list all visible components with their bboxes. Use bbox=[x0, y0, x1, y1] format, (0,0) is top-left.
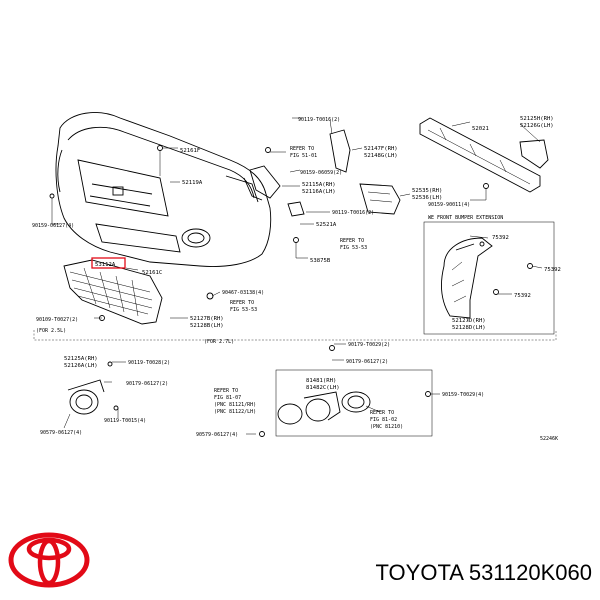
highlight-box bbox=[91, 257, 126, 269]
label-refer-2b: FIG 53-53 bbox=[340, 245, 367, 251]
label-refer-1: REFER TO bbox=[290, 146, 314, 152]
label-90179-06127b: 90179-06127(2) bbox=[346, 359, 388, 365]
label-refer-4: REFER TO bbox=[214, 388, 238, 394]
label-90179-06127: 90179-06127(2) bbox=[126, 381, 168, 387]
label-52126g: 52126G(LH) bbox=[520, 123, 554, 129]
label-90119-t0028: 90119-T0028(2) bbox=[128, 360, 170, 366]
label-refer-1b: FIG 51-01 bbox=[290, 153, 317, 159]
label-52147f: 52147F(RH) bbox=[364, 146, 398, 152]
label-52119a: 52119A bbox=[182, 180, 203, 186]
label-53875b: 53875B bbox=[310, 258, 331, 264]
label-bracket-top-mid: (FOR 2.7L) bbox=[204, 339, 234, 345]
label-refer-4b: FIG 81-07 bbox=[214, 395, 241, 401]
label-90467-03138: 90467-03138(4) bbox=[222, 290, 264, 296]
lower-grille-53112a bbox=[63, 259, 163, 325]
label-90119-t0016: 90119-T0016(2) bbox=[298, 117, 340, 123]
label-refer-2: REFER TO bbox=[340, 238, 364, 244]
label-90119-t0016b: 90119-T0016(2) bbox=[332, 210, 374, 216]
label-we-front: WE FRONT BUMPER EXTENSION bbox=[428, 215, 503, 221]
label-90159-t0029: 90159-T0029(4) bbox=[442, 392, 484, 398]
label-52161c: 52161C bbox=[142, 270, 162, 276]
label-52536: 52536(LH) bbox=[412, 195, 442, 201]
label-53112a: 53112A bbox=[95, 262, 116, 268]
label-refer-3b: FIG 53-53 bbox=[230, 307, 257, 313]
label-52125a: 52125A(RH) bbox=[64, 356, 98, 362]
figure-code: 52246K bbox=[540, 436, 558, 442]
label-52021: 52021 bbox=[472, 126, 489, 132]
label-refer-5b: FIG 81-02 bbox=[370, 417, 397, 423]
part-caption: TOYOTA 531120K060 bbox=[375, 560, 592, 585]
label-52125h: 52125H(RH) bbox=[520, 116, 554, 122]
label-90119-t0015: 90119-T0015(4) bbox=[104, 418, 146, 424]
label-refer-3: REFER TO bbox=[230, 300, 254, 306]
side-bracket-parts bbox=[49, 129, 489, 321]
label-refer-5: REFER TO bbox=[370, 410, 394, 416]
label-90109-t0027: 90109-T0027(2) bbox=[36, 317, 78, 323]
label-refer-4d: (PNC 81122/LH) bbox=[214, 409, 256, 415]
label-81482: 81482C(LH) bbox=[306, 385, 340, 391]
label-90179-t0029: 90179-T0029(2) bbox=[348, 342, 390, 348]
bumper-extension-52117d bbox=[423, 221, 555, 335]
part-labels: 52161F 52119A 90119-T0016(2) REFER TO FI… bbox=[32, 116, 561, 442]
label-81481: 81481(RH) bbox=[306, 378, 336, 384]
label-90579-06127b: 90579-06127(4) bbox=[196, 432, 238, 438]
label-bracket-top-left: (FOR 2.5L) bbox=[36, 328, 66, 334]
label-75392-a: 75392 bbox=[492, 235, 509, 241]
label-52128b: 52128B(LH) bbox=[190, 323, 224, 329]
label-refer-4c: (PNC 81121/RH) bbox=[214, 402, 256, 408]
reinforcement-52021 bbox=[419, 117, 549, 193]
label-52126a: 52126A(LH) bbox=[64, 363, 98, 369]
label-52127d: 52127D(RH) bbox=[452, 318, 486, 324]
label-52115a: 52115A(RH) bbox=[302, 182, 336, 188]
leader-lines bbox=[51, 117, 543, 435]
label-52521a: 52521A bbox=[316, 222, 337, 228]
label-52148g: 52148G(LH) bbox=[364, 153, 398, 159]
label-52127b: 52127B(RH) bbox=[190, 316, 224, 322]
label-90159-06059: 90159-06059(2) bbox=[300, 170, 342, 176]
label-90159-90011: 90159-90011(4) bbox=[428, 202, 470, 208]
label-refer-5c: (PNC 81210) bbox=[370, 424, 403, 430]
fog-lamp-section bbox=[33, 330, 557, 437]
label-52535: 52535(RH) bbox=[412, 188, 442, 194]
label-75392-b: 75392 bbox=[544, 267, 561, 273]
label-90159-06127: 90159-06127(4) bbox=[32, 223, 74, 229]
label-52161f: 52161F bbox=[180, 148, 201, 154]
label-75392-c: 75392 bbox=[514, 293, 531, 299]
toyota-logo-icon bbox=[8, 532, 90, 588]
front-bumper-cover bbox=[55, 112, 272, 267]
label-52128d: 52128D(LH) bbox=[452, 325, 486, 331]
label-90579-06127a: 90579-06127(4) bbox=[40, 430, 82, 436]
label-52116a: 52116A(LH) bbox=[302, 189, 336, 195]
